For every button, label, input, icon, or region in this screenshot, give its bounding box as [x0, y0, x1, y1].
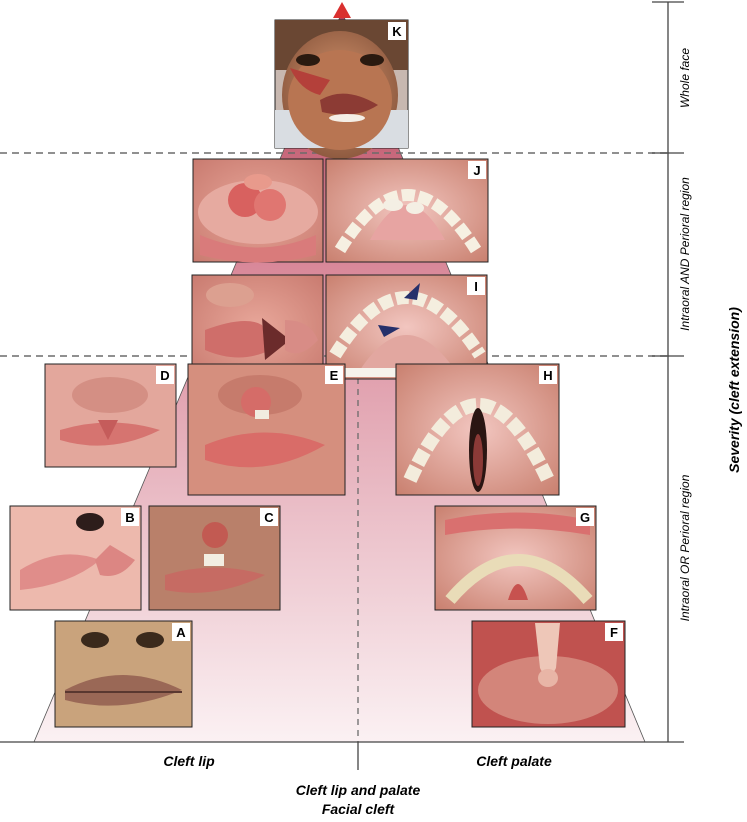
photo-E: E — [187, 363, 346, 496]
apex-triangle — [333, 2, 351, 18]
photo-G-label: G — [580, 510, 590, 525]
photo-A-label: A — [176, 625, 186, 640]
photo-B-label: B — [125, 510, 134, 525]
photo-B: B — [9, 505, 142, 611]
photo-H-label: H — [543, 368, 552, 383]
region-label-intraoral-or: Intraoral OR Perioral region — [678, 474, 692, 621]
photo-F: F — [471, 620, 626, 728]
photo-K: K — [274, 19, 409, 159]
arrowhead-icon — [378, 325, 400, 337]
photo-I-lip — [191, 274, 324, 380]
severity-axis-title: Severity (cleft extension) — [726, 307, 742, 473]
photo-F-label: F — [610, 625, 618, 640]
photo-G: G — [434, 505, 597, 611]
photo-C: C — [148, 505, 281, 611]
arrowhead-icon — [404, 283, 420, 300]
region-label-intraoral-and: Intraoral AND Perioral region — [678, 177, 692, 331]
photo-H: H — [395, 363, 560, 496]
photo-D: D — [44, 363, 177, 468]
photo-J: J — [325, 158, 489, 263]
photo-A: A — [54, 620, 193, 728]
label-cleft-lip: Cleft lip — [163, 753, 215, 769]
photo-D-label: D — [160, 368, 169, 383]
photo-C-label: C — [264, 510, 274, 525]
photo-J-label: J — [473, 163, 480, 178]
photo-E-label: E — [330, 368, 339, 383]
label-cleft-palate: Cleft palate — [476, 753, 552, 769]
label-cleft-lip-palate: Cleft lip and palate — [296, 782, 421, 798]
region-label-whole-face: Whole face — [678, 48, 692, 108]
photo-I-label: I — [474, 279, 478, 294]
photo-I: I — [325, 274, 488, 380]
photo-J-lip — [192, 158, 324, 263]
photo-K-label: K — [392, 24, 402, 39]
label-facial-cleft: Facial cleft — [322, 801, 396, 817]
